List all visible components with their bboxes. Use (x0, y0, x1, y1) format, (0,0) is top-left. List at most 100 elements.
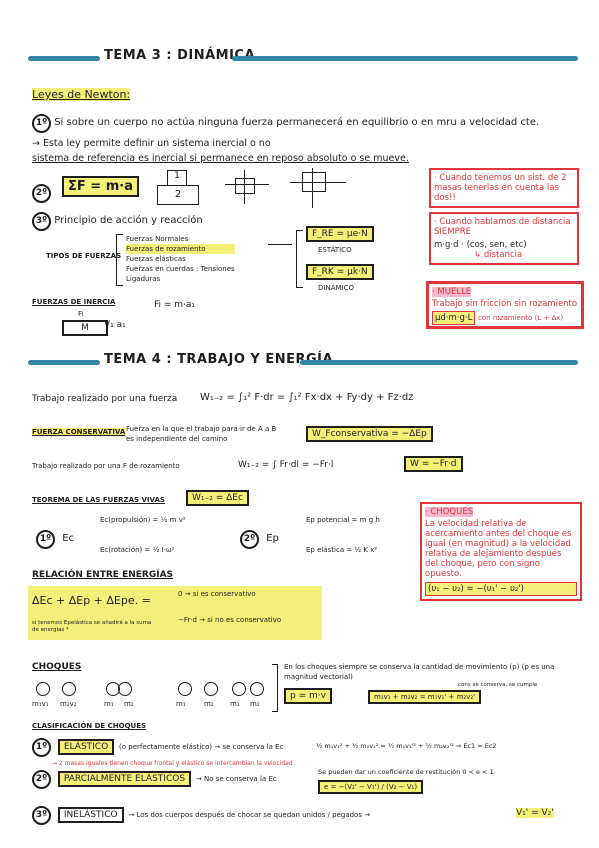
tipo-item: Fuerzas en cuerdas : Tensiones (126, 265, 235, 273)
ec-row: 1º Ec (36, 530, 74, 549)
ep-elastica: Ep elástica = ½ K x² (306, 546, 378, 554)
trabajo-label: Trabajo realizado por una fuerza (32, 394, 178, 404)
note-distancia: · Cuando hablamos de distancia SIEMPRE m… (429, 212, 579, 265)
inercia-velocity: V₁ a₁ (104, 320, 126, 330)
fuerzas-vivas-formula: W₁₋₂ = ΔEc (186, 490, 249, 506)
note-muelle-formula: μd·m·g·L (432, 311, 476, 325)
tipos-label: TIPOS DE FUERZAS (46, 252, 122, 260)
choques-brace (272, 664, 278, 712)
ec-propulsion: Ec(propulsión) = ½ m v² (100, 516, 186, 524)
ley1-text: Si sobre un cuerpo no actúa ninguna fuer… (54, 117, 540, 128)
c2-formula: e = −(V₂' − V₁') / (V₂ − V₁) (318, 780, 424, 794)
c2-row: 2º PARCIALMENTE ELÁSTICOS → No se conser… (32, 770, 277, 789)
block-fbd (225, 170, 269, 204)
ball-label: m₂v₂ (60, 700, 77, 708)
c1-note: → 2 masas iguales tienen choque frontal … (52, 760, 293, 767)
note-choques-formula: (υ₁ − υ₂) = −(υ₁' − υ₂') (425, 582, 577, 596)
trabajo-formula: W₁₋₂ = ∫₁² F·dr = ∫₁² Fx·dx + Fy·dy + Fz… (200, 392, 414, 403)
block-1: 1 (167, 170, 187, 186)
c2-number: 2º (32, 770, 51, 789)
c3-label: INELÁSTICO (57, 807, 124, 823)
tipo-item: Fuerzas elásticas (126, 255, 186, 263)
note-muelle-formula-row: μd·m·g·L con rozamiento (L + Δx) (432, 311, 578, 325)
ball-label: m₁v₁ (32, 700, 49, 708)
ley2-row: 2º (32, 180, 51, 203)
tema4-bar-right (300, 360, 578, 365)
ball-label: m₂ (124, 700, 134, 708)
c1-number: 1º (32, 738, 51, 757)
rozamiento-result: W = −Fr·d (404, 456, 463, 472)
note-distancia-sub: ↳ distancia (474, 250, 523, 260)
ley3-text: Principio de acción y reacción (54, 215, 203, 226)
tema3-title: TEMA 3 : DINÁMICA (104, 48, 256, 63)
relacion-formula: ΔEc + ΔEp + ΔEpe. = (32, 594, 151, 607)
conservativa-formula: W_Fconservativa = −ΔEp (306, 426, 433, 442)
choques-text: En los choques siempre se conserva la ca… (284, 663, 555, 681)
ley3-row: 3º Principio de acción y reacción (32, 212, 203, 231)
c2-label: PARCIALMENTE ELÁSTICOS (57, 771, 192, 787)
relacion-box: ΔEc + ΔEp + ΔEpe. = 0 → si es conservati… (28, 586, 322, 640)
tipos-brace (116, 234, 123, 286)
inercia-title: FUERZAS DE INERCIA (32, 298, 116, 306)
block-diagram: 1 2 (155, 170, 275, 210)
inercia-block: M (62, 320, 108, 336)
c1-text: (o perfectamente elástico) → se conserva… (119, 743, 284, 751)
roz-estatico-formula: F_RE = μe·N (306, 226, 374, 242)
ley2-formula: ΣF = m·a (62, 176, 139, 197)
ec-label: Ec (62, 533, 75, 544)
note-choques: · CHOQUES La velocidad relativa de acerc… (420, 502, 582, 601)
tipo-item: Ligaduras (126, 275, 161, 283)
c1-row: 1º ELÁSTICO (o perfectamente elástico) →… (32, 738, 283, 757)
ball-label: m₁ (104, 700, 114, 708)
block-fbd-2 (290, 168, 346, 208)
ec-number: 1º (36, 530, 55, 549)
fuerzas-vivas-title: TEOREMA DE LAS FUERZAS VIVAS (32, 496, 165, 504)
tema4-title: TEMA 4 : TRABAJO Y ENERGÍA (104, 352, 334, 367)
ball-label: m₁ (176, 700, 186, 708)
choques-balls: m₁v₁ m₂v₂ m₁ m₂ m₁ m₂ m₁ m₂ (32, 678, 264, 710)
ley1-row: 1º Si sobre un cuerpo no actúa ninguna f… (32, 114, 582, 133)
c2-note: Se pueden dar un coeficiente de restituc… (318, 768, 494, 776)
inercia-fi: Fi (78, 310, 84, 318)
inercia-formula: Fi = m·a₁ (154, 300, 196, 310)
tema4-bar-left (28, 360, 100, 365)
ley3-number: 3º (32, 212, 51, 231)
choques-formula: m₁v₁ + m₂v₂ = m₁v₁' + m₂v₂' (368, 690, 482, 704)
note-muelle: · MUELLE Trabajo sin fricción sin rozami… (426, 281, 584, 329)
c1-formula: ½ m₁v₁² + ½ m₂v₂² = ½ m₁v₁'² + ½ m₂v₂'² … (316, 742, 497, 750)
note-distancia-title: · Cuando hablamos de distancia SIEMPRE (434, 217, 571, 237)
ep-potencial: Ep potencial = m g h (306, 516, 380, 524)
roz-dinamico-formula: F_RK = μk·N (306, 264, 374, 280)
choques-title: CHOQUES (32, 662, 82, 672)
tipo-item: Fuerzas de rozamiento (126, 244, 235, 254)
ley1-number: 1º (32, 114, 51, 133)
leyes-title: Leyes de Newton: (32, 88, 131, 101)
conservativa-title: FUERZA CONSERVATIVA (32, 428, 126, 436)
ep-number: 2º (240, 530, 259, 549)
conservativa-text: Fuerza en la que el trabajo para ir de A… (126, 425, 277, 443)
c3-formula: V₁' = V₂' (516, 808, 554, 818)
ley1-def: sistema de referencia es inercial si per… (32, 153, 409, 164)
ley2-number: 2º (32, 184, 51, 203)
roz-dinamico-label: DINÁMICO (318, 284, 354, 292)
tipo-item: Fuerzas Normales (126, 235, 189, 243)
note-choques-title: · CHOQUES (425, 507, 474, 517)
ep-row: 2º Ep (240, 530, 279, 549)
c3-text: → Los dos cuerpos después de chocar se q… (128, 811, 371, 819)
relacion-case1: 0 → si es conservativo (178, 590, 256, 598)
ball-label: m₂ (250, 700, 260, 708)
note-muelle-title: · MUELLE (432, 287, 472, 297)
tema3-bar-right (232, 56, 578, 61)
note-muelle-text: Trabajo sin fricción sin rozamiento (432, 299, 578, 309)
c3-number: 3º (32, 806, 51, 825)
rozamiento-arrow (268, 244, 292, 245)
rozamiento-formula: W₁₋₂ = ∫ Fr·dl = −Fr·l (238, 460, 334, 470)
ball-label: m₁ (230, 700, 240, 708)
relacion-note: si tenemos Epelástica se añadirá a la su… (32, 620, 152, 633)
relacion-case2: −Fr·d → si no es conservativo (178, 616, 282, 624)
c1-label: ELÁSTICO (57, 739, 115, 755)
ep-label: Ep (266, 533, 279, 544)
c2-text: → No se conserva la Ec (195, 775, 277, 783)
note-distancia-formula: m·g·d · (cos, sen, etc) (434, 240, 527, 250)
tipos-list: Fuerzas Normales Fuerzas de rozamiento F… (126, 234, 235, 284)
